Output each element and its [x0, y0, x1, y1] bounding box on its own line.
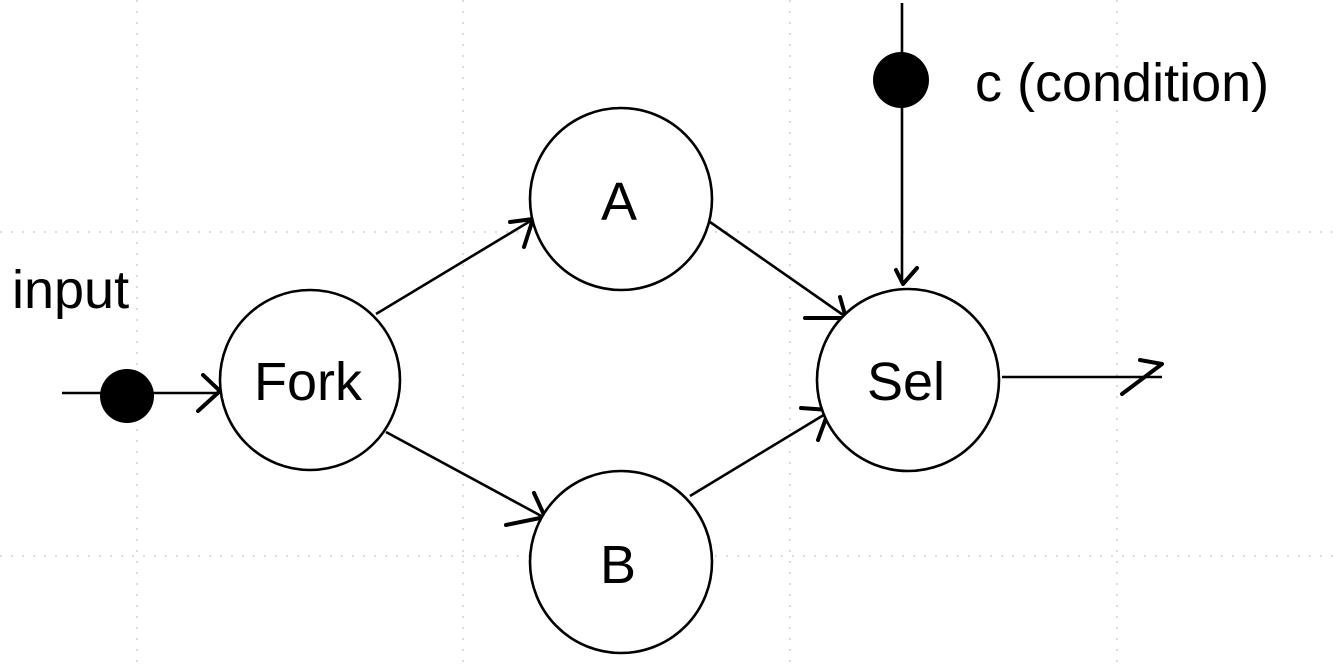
- node-sel: Sel: [815, 287, 1001, 473]
- edge-b-to-sel: [689, 411, 828, 498]
- arrowhead-sel-from-a: [803, 295, 848, 320]
- edge-a-to-sel: [709, 220, 847, 319]
- edge-fork-to-a: [375, 218, 533, 316]
- input-token-dot: [100, 369, 154, 423]
- input-label: input: [12, 260, 129, 320]
- node-fork: Fork: [218, 288, 402, 472]
- arrowhead-a: [508, 217, 535, 249]
- condition-token-dot: [873, 52, 929, 108]
- condition-label: c (condition): [975, 53, 1269, 113]
- node-fork-label: Fork: [254, 352, 363, 412]
- node-a: A: [528, 106, 714, 292]
- edge-fork-to-b: [385, 430, 546, 520]
- node-sel-label: Sel: [867, 352, 945, 412]
- node-a-label: A: [601, 172, 637, 232]
- node-b: B: [528, 469, 714, 655]
- arrowhead-sel-from-condition: [894, 266, 919, 286]
- arrowhead-output: [1120, 358, 1164, 396]
- node-b-label: B: [600, 535, 636, 595]
